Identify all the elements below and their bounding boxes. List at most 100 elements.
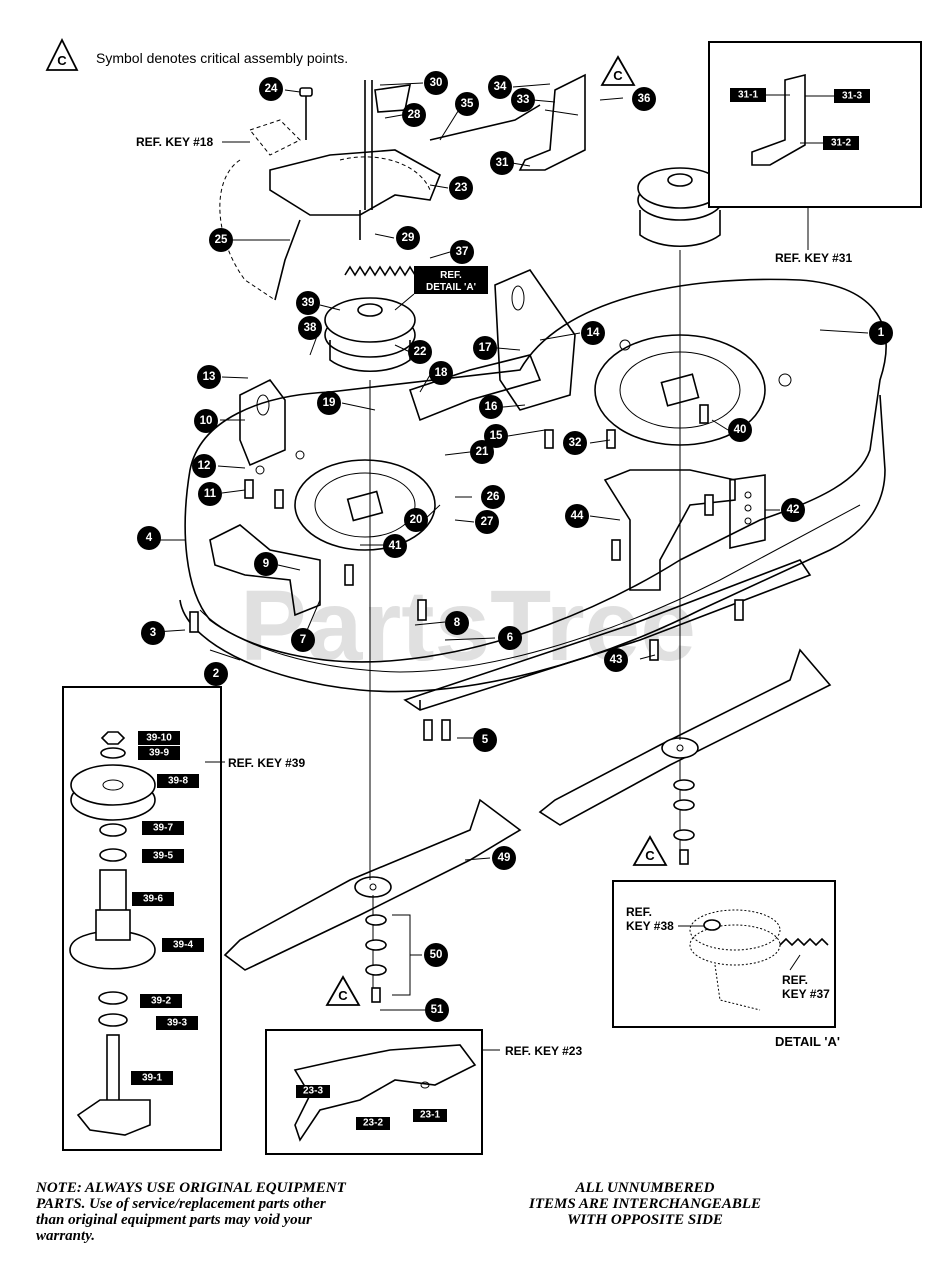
svg-text:31-2: 31-2 bbox=[831, 138, 851, 149]
inset-ref31: 31-1 31-3 31-2 REF. KEY #31 bbox=[708, 41, 922, 265]
svg-text:15: 15 bbox=[490, 430, 503, 442]
svg-text:23-2: 23-2 bbox=[363, 1118, 383, 1129]
svg-text:27: 27 bbox=[481, 516, 494, 528]
callout-12: 12 bbox=[192, 454, 216, 478]
svg-text:29: 29 bbox=[402, 232, 415, 244]
callout-18: 18 bbox=[429, 361, 453, 385]
callout-15: 15 bbox=[484, 424, 508, 448]
tag-39-10: 39-10 bbox=[138, 731, 180, 745]
tag-39-5: 39-5 bbox=[142, 849, 184, 863]
tag-31-2: 31-2 bbox=[823, 136, 859, 150]
svg-text:4: 4 bbox=[146, 532, 153, 544]
svg-text:16: 16 bbox=[485, 401, 498, 413]
svg-text:8: 8 bbox=[454, 617, 461, 629]
tag-39-4: 39-4 bbox=[162, 938, 204, 952]
callout-13: 13 bbox=[197, 365, 221, 389]
svg-text:13: 13 bbox=[203, 371, 216, 383]
svg-text:21: 21 bbox=[476, 446, 489, 458]
svg-text:39-2: 39-2 bbox=[151, 996, 171, 1007]
callout-10: 10 bbox=[194, 409, 218, 433]
svg-text:39-10: 39-10 bbox=[146, 733, 172, 744]
svg-text:26: 26 bbox=[487, 491, 500, 503]
callout-23: 23 bbox=[449, 176, 473, 200]
svg-text:REF.: REF. bbox=[626, 905, 652, 919]
callout-37: 37 bbox=[450, 240, 474, 264]
svg-text:41: 41 bbox=[389, 540, 402, 552]
callout-43: 43 bbox=[604, 648, 628, 672]
svg-text:24: 24 bbox=[265, 83, 278, 95]
svg-text:39-1: 39-1 bbox=[142, 1073, 162, 1084]
svg-text:44: 44 bbox=[571, 510, 584, 522]
callout-40: 40 bbox=[728, 418, 752, 442]
note-interchangeable: ALL UNNUMBERED ITEMS ARE INTERCHANGEABLE… bbox=[490, 1180, 800, 1228]
svg-text:35: 35 bbox=[461, 98, 474, 110]
svg-text:42: 42 bbox=[787, 504, 800, 516]
svg-text:43: 43 bbox=[610, 654, 623, 666]
leader-lines bbox=[154, 82, 869, 1011]
callout-51: 51 bbox=[425, 998, 449, 1022]
callout-38: 38 bbox=[298, 316, 322, 340]
callout-42: 42 bbox=[781, 498, 805, 522]
svg-text:31: 31 bbox=[496, 157, 509, 169]
callout-34: 34 bbox=[488, 75, 512, 99]
svg-text:20: 20 bbox=[410, 514, 423, 526]
svg-text:25: 25 bbox=[215, 234, 228, 246]
callout-26: 26 bbox=[481, 485, 505, 509]
callout-1: 1 bbox=[869, 321, 893, 345]
callout-11: 11 bbox=[198, 482, 222, 506]
svg-text:23-1: 23-1 bbox=[420, 1110, 440, 1121]
svg-text:49: 49 bbox=[498, 852, 511, 864]
svg-text:31-1: 31-1 bbox=[738, 90, 758, 101]
ref-key-18: REF. KEY #18 bbox=[136, 119, 301, 156]
svg-text:C: C bbox=[338, 988, 348, 1003]
bracket-42-44 bbox=[603, 469, 766, 591]
svg-text:39-6: 39-6 bbox=[143, 894, 163, 905]
inset-ref39: REF. KEY #39 39-10 39-9 39-8 39-7 39-5 3… bbox=[62, 686, 305, 1151]
critical-marker-right: C bbox=[632, 835, 668, 866]
inset-ref23: REF. KEY #23 23-3 23-1 23-2 bbox=[265, 1029, 582, 1155]
callout-28: 28 bbox=[402, 103, 426, 127]
tag-39-9: 39-9 bbox=[138, 746, 180, 760]
right-spindle bbox=[637, 167, 723, 865]
svg-text:23-3: 23-3 bbox=[303, 1086, 323, 1097]
note-left-line-1: NOTE: ALWAYS USE ORIGINAL EQUIPMENT bbox=[36, 1180, 346, 1196]
tag-23-1: 23-1 bbox=[413, 1109, 447, 1122]
note-left-line-2: PARTS. Use of service/replacement parts … bbox=[36, 1196, 326, 1212]
callout-14: 14 bbox=[581, 321, 605, 345]
svg-text:39-7: 39-7 bbox=[153, 823, 173, 834]
svg-text:REF.: REF. bbox=[440, 270, 462, 281]
svg-text:22: 22 bbox=[414, 346, 427, 358]
svg-text:28: 28 bbox=[408, 109, 421, 121]
callout-33: 33 bbox=[511, 88, 535, 112]
svg-text:51: 51 bbox=[431, 1004, 444, 1016]
svg-text:9: 9 bbox=[263, 558, 269, 570]
svg-text:23: 23 bbox=[455, 182, 468, 194]
svg-text:39-9: 39-9 bbox=[149, 748, 169, 759]
svg-text:6: 6 bbox=[507, 632, 513, 644]
svg-text:17: 17 bbox=[479, 342, 492, 354]
critical-marker-top: C bbox=[600, 55, 636, 86]
svg-text:1: 1 bbox=[878, 327, 885, 339]
svg-text:33: 33 bbox=[517, 94, 530, 106]
ref-detail-a-tag: REF. DETAIL 'A' bbox=[394, 266, 488, 311]
bracket-31 bbox=[518, 73, 586, 171]
svg-text:39-3: 39-3 bbox=[167, 1018, 187, 1029]
note-left-line-4: warranty. bbox=[36, 1228, 96, 1244]
svg-text:DETAIL 'A': DETAIL 'A' bbox=[426, 282, 476, 293]
svg-text:40: 40 bbox=[734, 424, 747, 436]
callouts: 1 2 3 4 5 6 7 8 9 10 11 12 13 14 15 16 1… bbox=[137, 71, 893, 1022]
callout-27: 27 bbox=[475, 510, 499, 534]
callout-6: 6 bbox=[498, 626, 522, 650]
callout-21: 21 bbox=[470, 440, 494, 464]
tag-23-2: 23-2 bbox=[356, 1117, 390, 1130]
svg-text:5: 5 bbox=[482, 734, 489, 746]
callout-9: 9 bbox=[254, 552, 278, 576]
svg-text:2: 2 bbox=[213, 668, 219, 680]
svg-text:50: 50 bbox=[430, 949, 443, 961]
svg-text:REF. KEY #18: REF. KEY #18 bbox=[136, 135, 213, 149]
critical-markers: C C C bbox=[325, 55, 668, 1006]
note-original-parts: NOTE: ALWAYS USE ORIGINAL EQUIPMENT PART… bbox=[36, 1180, 456, 1244]
detail-a-title: DETAIL 'A' bbox=[775, 1034, 840, 1049]
svg-text:C: C bbox=[645, 848, 655, 863]
bolts bbox=[189, 404, 744, 741]
